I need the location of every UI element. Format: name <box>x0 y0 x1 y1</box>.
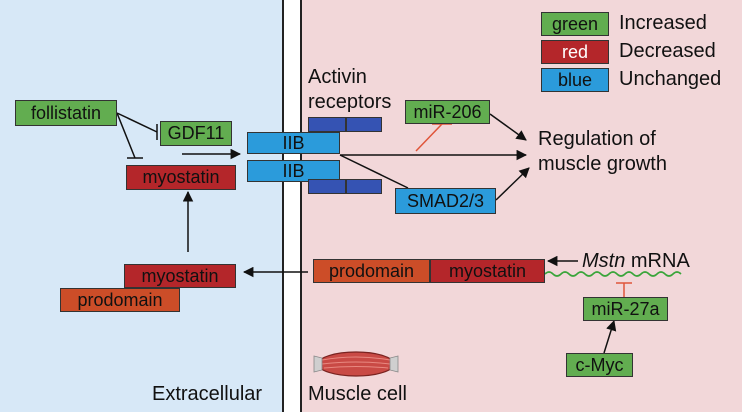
extracellular-region <box>0 0 283 412</box>
follistatin-node: follistatin <box>15 100 117 126</box>
receptor-iib-upper: IIB <box>247 132 340 154</box>
mrna-wave <box>544 271 682 277</box>
muscle-cell-label: Muscle cell <box>308 383 407 405</box>
legend-swatch-green: green <box>541 12 609 36</box>
mrna-text: mRNA <box>625 250 690 272</box>
receptor-type1-upper-a <box>308 117 346 132</box>
legend-swatch-blue: blue <box>541 68 609 92</box>
gdf11-node: GDF11 <box>160 121 232 146</box>
legend-swatch-red: red <box>541 40 609 64</box>
mstn-gene-name: Mstn <box>582 250 626 272</box>
receptors-label: receptors <box>308 91 392 113</box>
regulation-label-line2: muscle growth <box>538 153 667 175</box>
receptor-type1-lower-a <box>308 179 346 194</box>
cmyc-to-mir27a-arrow <box>603 319 617 354</box>
mir206-inhibition <box>415 123 452 152</box>
membrane-line-outer <box>282 0 284 412</box>
activin-label: Activin <box>308 66 367 88</box>
receptor-type1-lower-b <box>346 179 382 194</box>
smad-node: SMAD2/3 <box>395 188 496 214</box>
receptor-to-smad-line <box>339 154 409 189</box>
prodomain-cell-node: prodomain <box>313 259 430 283</box>
myostatin-cell-node: myostatin <box>430 259 545 283</box>
legend-label-unchanged: Unchanged <box>619 68 722 90</box>
regulation-label-line1: Regulation of <box>538 128 656 150</box>
smad-to-regulation-arrow <box>495 167 530 201</box>
prodomain-extra-node: prodomain <box>60 288 180 312</box>
mir27a-inhibition <box>616 282 632 297</box>
myostatin-extra-node: myostatin <box>124 264 236 288</box>
legend-label-decreased: Decreased <box>619 40 716 62</box>
mir206-to-regulation-arrow <box>489 113 527 141</box>
extracellular-label: Extracellular <box>152 383 263 405</box>
legend-label-increased: Increased <box>619 12 707 34</box>
receptor-type1-upper-b <box>346 117 382 132</box>
mir206-node: miR-206 <box>405 100 490 124</box>
membrane-line-inner <box>300 0 302 412</box>
follistatin-inhibition-lines <box>116 112 158 159</box>
cmyc-node: c-Myc <box>566 353 633 377</box>
mstn-mrna-label: Mstn mRNA <box>582 250 690 273</box>
receptor-iib-lower: IIB <box>247 160 340 182</box>
mir27a-node: miR-27a <box>583 297 668 321</box>
myostatin-mature-node: myostatin <box>126 165 236 190</box>
muscle-cell-region <box>301 0 742 412</box>
muscle-icon <box>313 351 399 377</box>
